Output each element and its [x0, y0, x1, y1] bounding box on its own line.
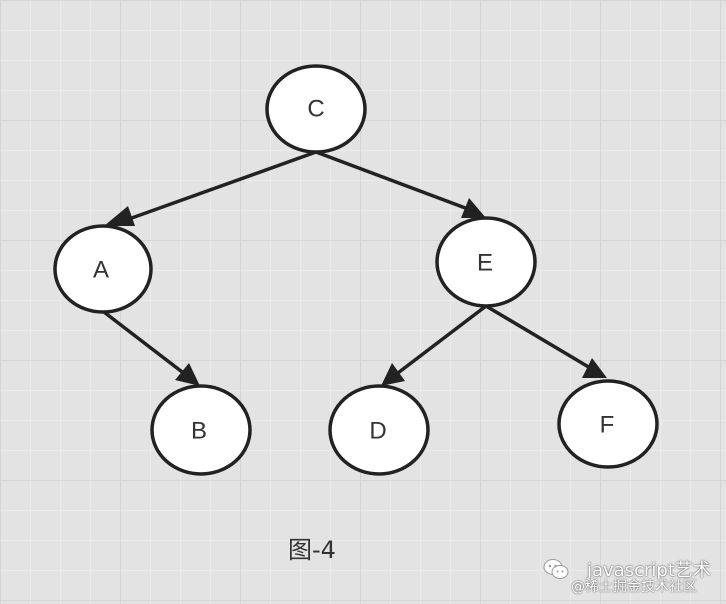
- node-c-label: C: [307, 96, 324, 123]
- node-d-label: D: [369, 418, 386, 445]
- node-f: F: [557, 379, 659, 469]
- arrowhead-c-to-e: [461, 198, 486, 218]
- arrowhead-a-to-b: [175, 363, 200, 386]
- node-a-label: A: [93, 257, 109, 284]
- arrowhead-c-to-a: [104, 206, 135, 226]
- node-b: B: [150, 384, 252, 476]
- node-f-label: F: [600, 412, 615, 439]
- node-d: D: [328, 384, 430, 476]
- figure-caption: 图-4: [288, 536, 336, 564]
- node-e-label: E: [477, 250, 493, 277]
- wechat-logo-icon: [543, 559, 569, 579]
- watermark-title: javascript艺术: [587, 560, 711, 581]
- node-c: C: [265, 64, 367, 154]
- edge-c-to-e: [315, 150, 477, 214]
- watermark-subtitle: @稀土掘金技术社区: [571, 579, 697, 595]
- node-e: E: [435, 216, 537, 308]
- edge-e-to-f: [485, 304, 598, 374]
- arrowhead-e-to-d: [381, 363, 405, 386]
- edge-a-to-b: [102, 310, 192, 380]
- node-a: A: [53, 224, 153, 314]
- watermark: javascript艺术 @稀土掘金技术社区: [543, 556, 721, 598]
- edge-c-to-a: [114, 150, 317, 226]
- arrowhead-e-to-f: [582, 358, 607, 378]
- edge-e-to-d: [388, 304, 488, 381]
- node-b-label: B: [191, 418, 207, 445]
